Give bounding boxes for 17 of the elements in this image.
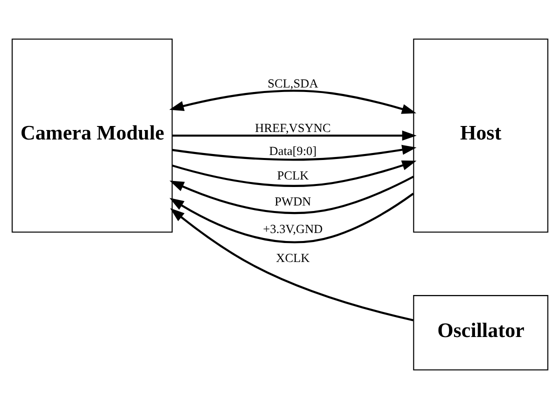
node-box: Oscillator (413, 294, 548, 370)
arrow (169, 89, 416, 114)
arrow (172, 144, 417, 160)
edge-label: PWDN (274, 194, 312, 208)
edge-label: PCLK (277, 168, 309, 182)
edge-label: SCL,SDA (268, 76, 318, 90)
arrow (172, 130, 417, 140)
edge-label: Data[9:0] (269, 143, 317, 158)
arrow (170, 208, 414, 321)
edge-label: HREF,VSYNC (255, 120, 331, 135)
edge-label: +3.3V,GND (263, 222, 323, 236)
node-box: Host (413, 38, 548, 232)
arrow (170, 192, 414, 243)
arrow (172, 160, 416, 186)
edge-label: XCLK (276, 250, 310, 265)
node-box: Camera Module (12, 38, 173, 232)
arrow (170, 175, 414, 214)
